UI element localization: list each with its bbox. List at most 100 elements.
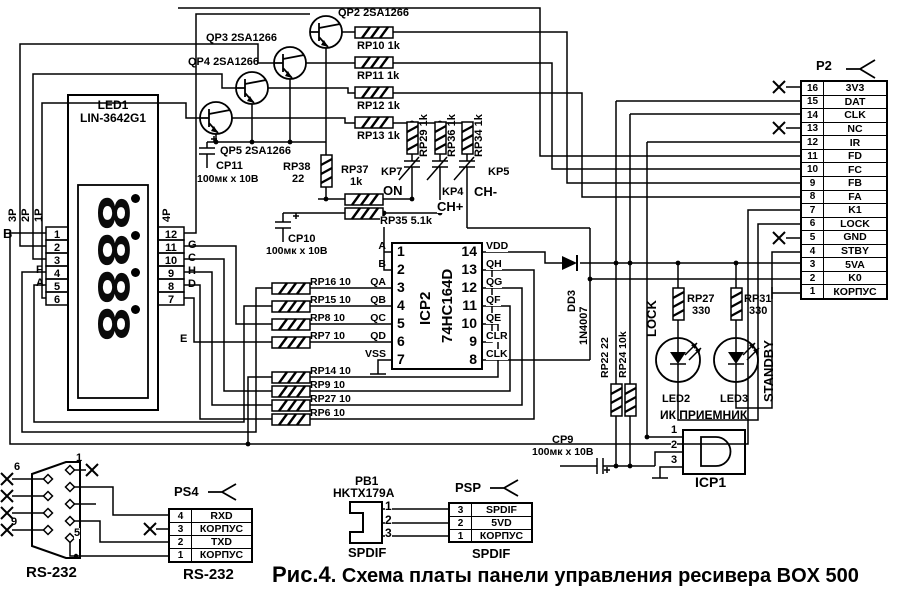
icp2-pin-label: A [378, 240, 386, 252]
resistor-rp27b-value: 330 [692, 305, 711, 317]
diode-dd3-part: 1N4007 [578, 306, 590, 345]
resistor-rp34-label: RP34 1k [473, 114, 485, 157]
decimal-point [131, 194, 140, 203]
icp2-pin-label: QA [370, 276, 386, 288]
icp2-pin-num: 1 [397, 243, 405, 259]
resistor-rp31-label: RP31 [744, 293, 772, 305]
transistor-qp5-label: QP5 2SA1266 [220, 145, 291, 157]
ps4-rs232-label: RS-232 [183, 566, 234, 583]
segment-h-label: H [188, 265, 196, 277]
digit-line-4p: 4P [161, 208, 173, 222]
p2-name: P2 [816, 58, 832, 73]
figure-title: . Схема платы панели управления ресивера… [330, 565, 859, 587]
lock-label: LOCK [644, 300, 659, 337]
button-kp7-label: KP7 [381, 166, 403, 178]
resistor-rp27b-label: RP27 [687, 293, 715, 305]
diode-dd3-symbol [562, 255, 578, 271]
resistor-rp31-value: 330 [749, 305, 768, 317]
resistor-rp38-value: 22 [292, 173, 305, 185]
led1-name: LED1 [97, 98, 129, 112]
button-chminus-label: CH- [474, 184, 498, 199]
transistor-qp4 [235, 71, 269, 105]
led1-pin: 8 [167, 281, 175, 293]
resistor-rp37-value: 1k [350, 176, 363, 188]
capacitor-cp11-label: CP11 [216, 160, 243, 172]
icp2-pin-label: VDD [486, 240, 509, 252]
icp2-pin-num: 3 [397, 279, 405, 295]
icp2-pin-label: QC [370, 312, 386, 324]
decimal-point [131, 231, 140, 240]
psp-spdif-label: SPDIF [472, 546, 511, 561]
resistor-rp15-label: RP15 10 [310, 294, 351, 306]
resistor-rp7-label: RP7 10 [310, 330, 346, 342]
led1-pin: 11 [165, 242, 177, 254]
db9-pin5-label: 5 [74, 527, 81, 539]
icp2-pin-num: 12 [461, 279, 477, 295]
icp2-pin-label: VSS [364, 348, 386, 360]
resistor-rp16-label: RP16 10 [310, 276, 351, 288]
pb1-name: PB1 [355, 474, 379, 488]
pb1-part: HKTX179A [333, 486, 395, 500]
icp1-pin-num: 3 [671, 454, 678, 466]
seven-seg-digit: 8 [88, 304, 137, 344]
pb1-spdif-label: SPDIF [348, 545, 387, 560]
icp2-pin-num: 4 [397, 297, 405, 313]
segment-b-label: B [3, 226, 13, 241]
led3-label: LED3 [720, 393, 749, 405]
transistor-qp3-label: QP3 2SA1266 [206, 32, 277, 44]
led1-pin: 9 [167, 268, 175, 280]
icp2-pin-label: CLK [486, 348, 508, 360]
segment-a-label: A [36, 277, 44, 289]
transistor-qp5 [199, 101, 233, 135]
led2-label: LED2 [662, 393, 691, 405]
segment-e-label: E [180, 333, 188, 345]
resistor-rp14-label: RP14 10 [310, 365, 351, 377]
transistor-qp2 [309, 15, 343, 49]
segment-g-label: G [188, 239, 197, 251]
icp2-pin-label: QD [370, 330, 386, 342]
led2-symbol [655, 337, 702, 383]
resistor-rp37-label: RP37 [341, 164, 369, 176]
icp1-pin-num: 1 [671, 424, 678, 436]
shift-register-box [391, 242, 483, 370]
icp2-pin-label: QB [370, 294, 386, 306]
capacitor-cp10-label: CP10 [288, 233, 316, 245]
capacitor-cp9-label: CP9 [552, 434, 574, 446]
icp2-pin-num: 8 [469, 351, 477, 367]
icp2-pin-label: QE [486, 312, 502, 324]
led1-pin: 12 [164, 229, 178, 241]
led1-pin: 7 [167, 294, 175, 306]
resistor-rp36-label: RP36 1k [446, 114, 458, 157]
resistor-rp13-label: RP13 1k [357, 130, 400, 142]
digit-line-1p: 1P [33, 208, 45, 222]
icp1-name: ICP1 [695, 474, 727, 490]
resistor-rp38-label: RP38 [283, 161, 311, 173]
icp2-pin-num: 6 [397, 333, 405, 349]
icp2-pin-num: 9 [469, 333, 477, 349]
segment-d-label: D [188, 278, 196, 290]
icp2-pin-num: 2 [397, 261, 405, 277]
resistor-rp27-label: RP27 10 [310, 393, 351, 405]
led1-pin: 10 [164, 255, 178, 267]
standby-label: STANDBY [761, 340, 776, 402]
icp2-pin-num: 10 [461, 315, 477, 331]
resistor-rp35-label: RP35 5.1k [380, 215, 432, 227]
resistor-rp22-label: RP22 22 [599, 337, 611, 378]
